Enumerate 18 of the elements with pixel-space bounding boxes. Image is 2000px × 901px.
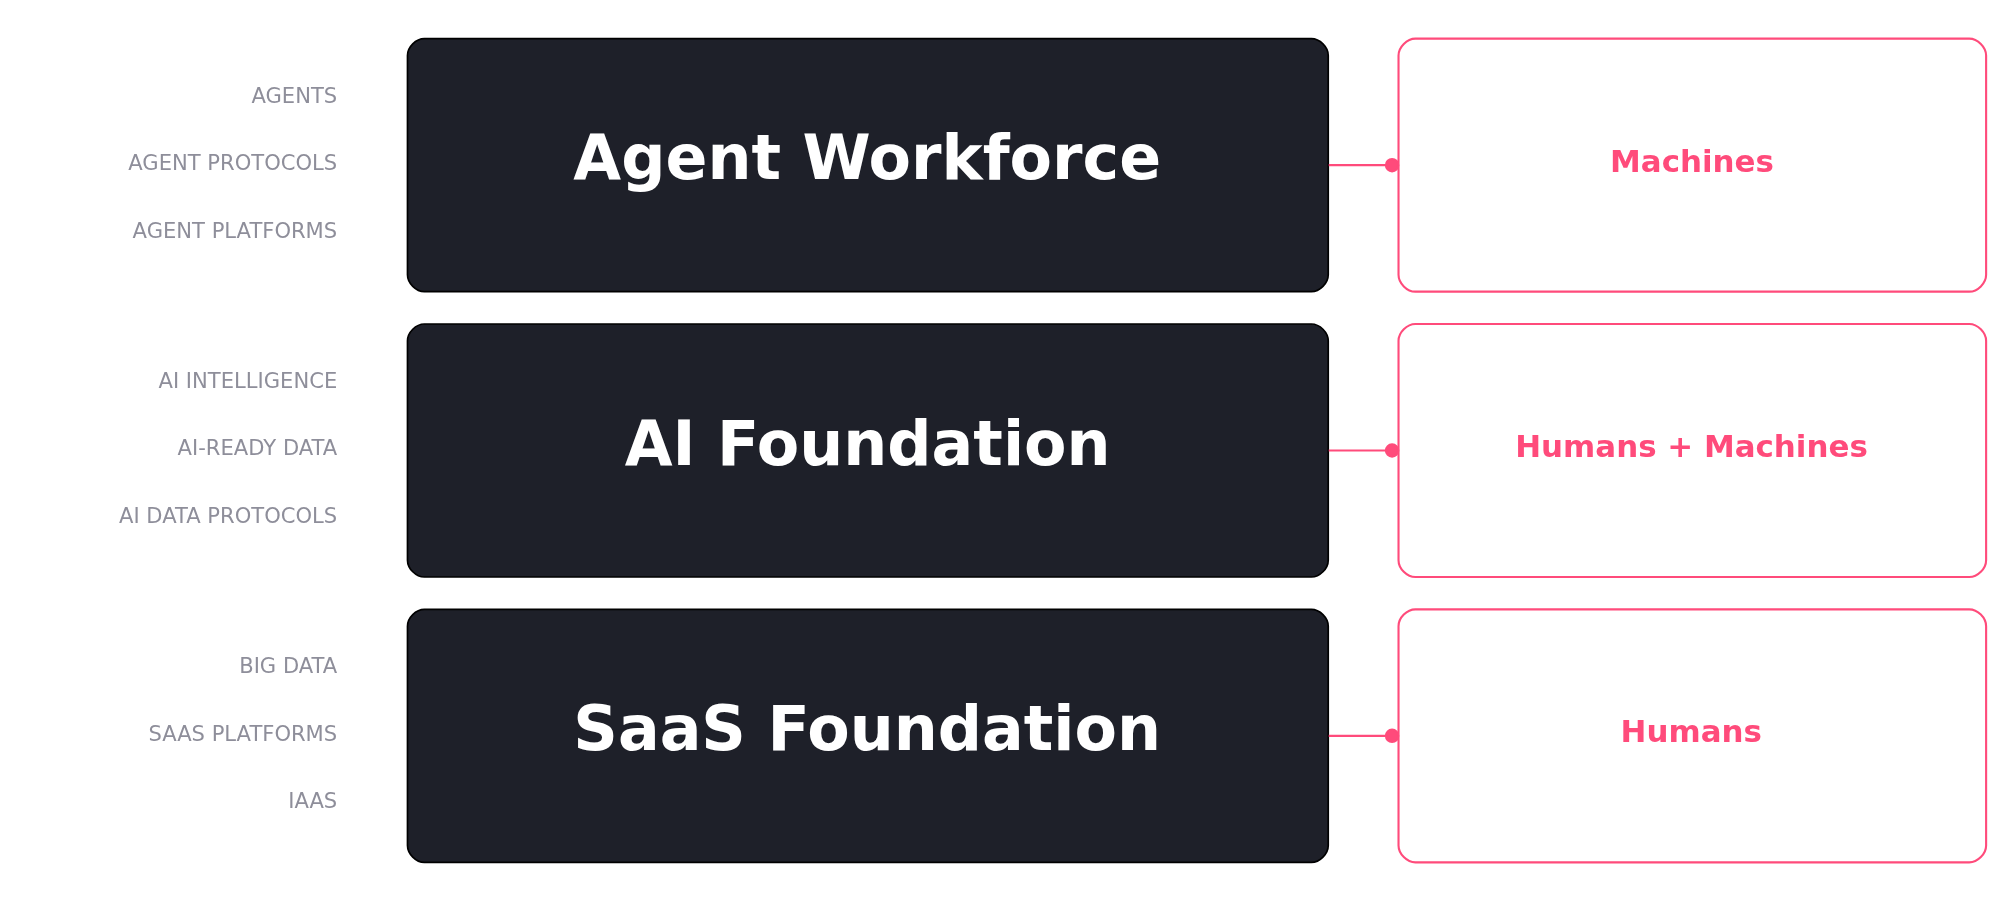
node-box: Agent Workforce: [406, 37, 1330, 293]
label: IAAS: [288, 788, 338, 814]
node-box: Machines: [1397, 37, 1988, 293]
label: AGENT PLATFORMS: [132, 217, 338, 243]
label: AI DATA PROTOCOLS: [119, 502, 338, 528]
node-box: Humans: [1397, 608, 1988, 864]
connector: [1328, 157, 1400, 173]
label: AGENTS: [251, 82, 338, 108]
label: AI-READY DATA: [177, 435, 338, 461]
label: AGENT PROTOCOLS: [128, 150, 338, 176]
label: SAAS PLATFORMS: [148, 720, 338, 746]
label: AI INTELLIGENCE: [158, 367, 338, 393]
label: BIG DATA: [239, 653, 338, 679]
node-box: Humans + Machines: [1397, 322, 1988, 579]
connector: [1328, 443, 1400, 458]
node-box: AI Foundation: [406, 323, 1330, 578]
connector: [1328, 728, 1400, 744]
node-box: SaaS Foundation: [406, 608, 1330, 864]
